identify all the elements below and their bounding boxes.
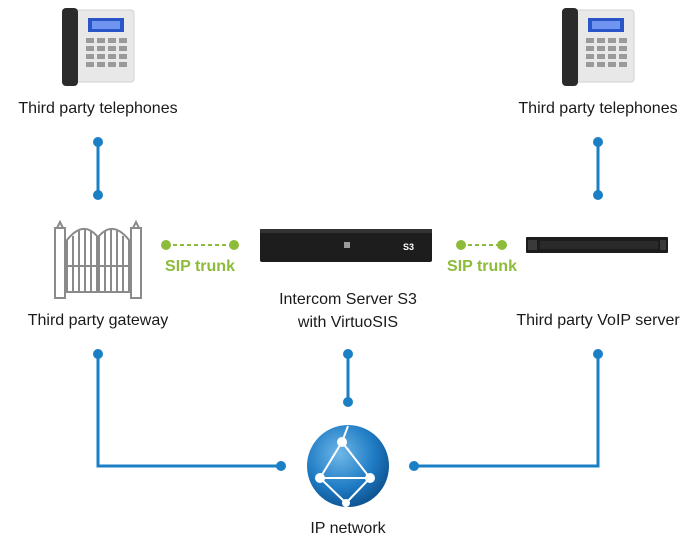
voip-server-icon xyxy=(526,237,668,253)
label-server-line2: with VirtuoSIS xyxy=(297,314,399,331)
sip-trunk-right-link xyxy=(456,240,507,250)
label-ip-network: IP network xyxy=(310,520,386,537)
sip-trunk-right-label: SIP trunk xyxy=(447,258,517,275)
phone-left-icon xyxy=(62,8,135,86)
link-gateway-network xyxy=(93,349,286,471)
phone-right-icon xyxy=(562,8,635,86)
label-phones-left: Third party telephones xyxy=(18,100,178,117)
network-globe-icon xyxy=(307,425,389,507)
device-badge: S3 xyxy=(403,242,414,252)
sip-trunk-left-label: SIP trunk xyxy=(165,258,235,275)
label-server-line1: Intercom Server S3 xyxy=(279,291,417,308)
label-gateway: Third party gateway xyxy=(27,312,169,329)
gateway-icon xyxy=(54,219,142,299)
link-phone-left xyxy=(93,137,103,200)
label-voip: Third party VoIP server xyxy=(516,312,680,329)
sip-trunk-left-link xyxy=(161,240,239,250)
link-phone-right xyxy=(593,137,603,200)
label-phones-right: Third party telephones xyxy=(518,100,678,117)
link-server-network xyxy=(343,349,353,407)
link-voip-network xyxy=(409,349,603,471)
intercom-server-device xyxy=(260,229,432,262)
